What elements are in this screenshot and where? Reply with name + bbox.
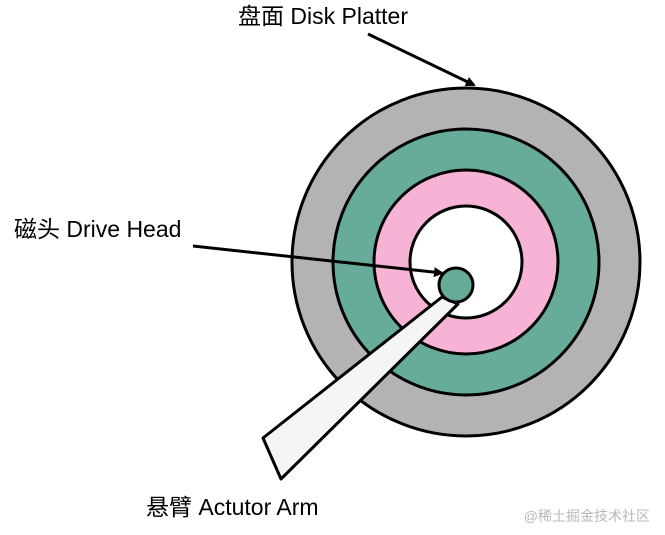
platter-arrow [367, 32, 476, 87]
head-label: 磁头 Drive Head [14, 216, 181, 242]
platter-center [408, 204, 524, 320]
head-arrow [192, 244, 444, 278]
watermark-text: @稀土掘金技术社区 [524, 508, 650, 524]
platter-label: 盘面 Disk Platter [238, 3, 408, 29]
drive-head [437, 266, 475, 304]
arm-label: 悬臂 Actutor Arm [146, 494, 319, 520]
